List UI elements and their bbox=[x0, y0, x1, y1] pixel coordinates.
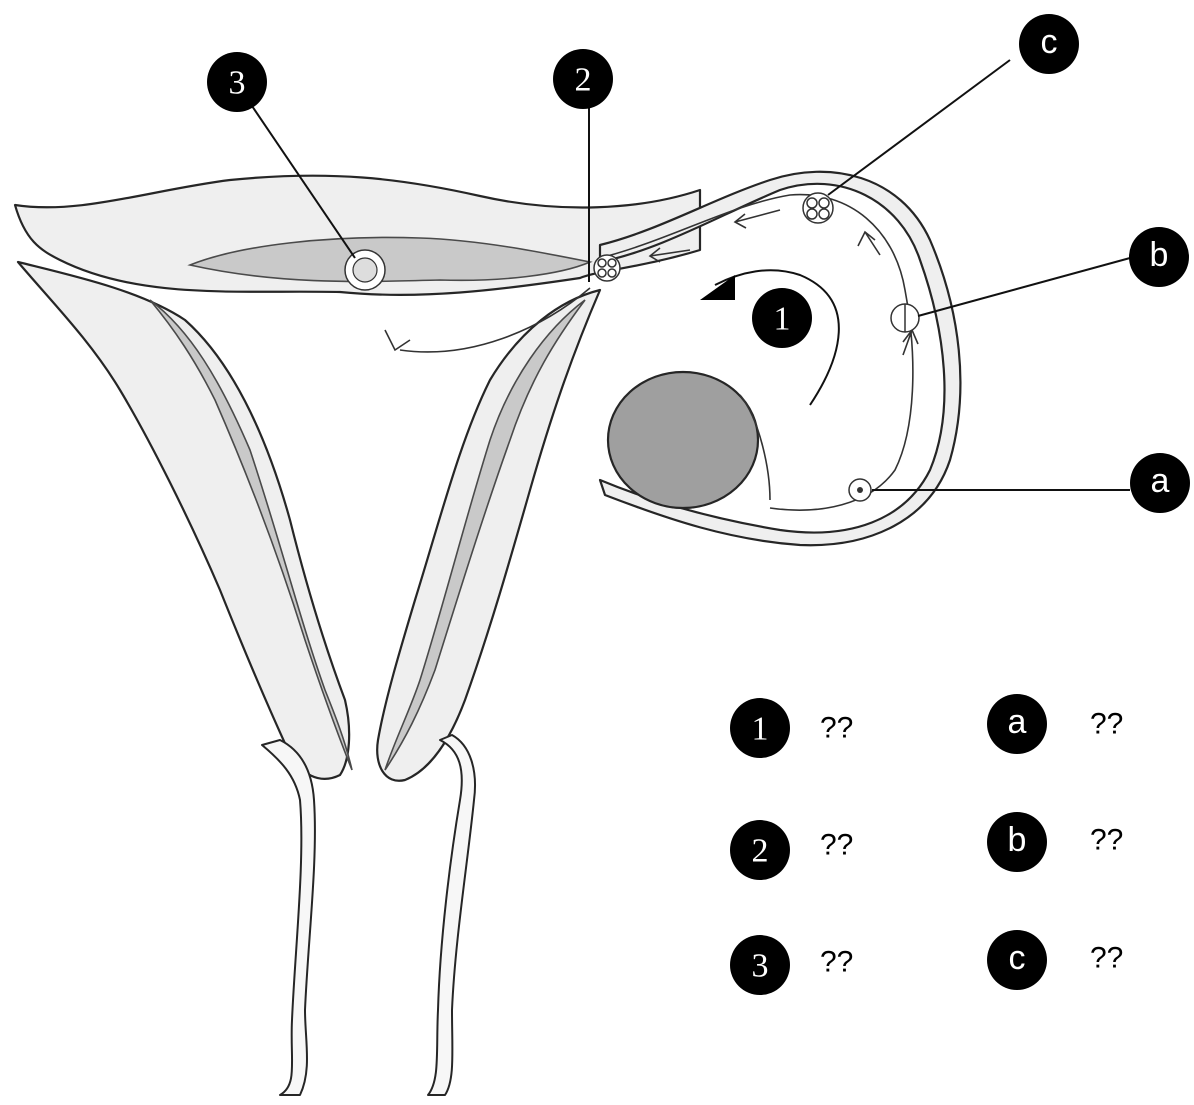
tube-arrow-3 bbox=[858, 232, 880, 255]
implanted-blastocyst bbox=[345, 250, 385, 290]
svg-text:b: b bbox=[1150, 236, 1169, 274]
marker-c: c bbox=[1019, 14, 1079, 74]
morula bbox=[594, 255, 620, 281]
marker-1: 1 bbox=[752, 288, 812, 348]
ovary bbox=[608, 372, 758, 508]
svg-text:??: ?? bbox=[1090, 942, 1123, 975]
svg-text:1: 1 bbox=[774, 301, 791, 338]
svg-text:??: ?? bbox=[820, 946, 853, 979]
tube-arrow-2 bbox=[735, 210, 780, 228]
svg-text:c: c bbox=[1041, 23, 1058, 61]
svg-text:??: ?? bbox=[1090, 824, 1123, 857]
svg-text:c: c bbox=[1009, 939, 1026, 977]
marker-3: 3 bbox=[207, 52, 267, 112]
svg-text:??: ?? bbox=[820, 829, 853, 862]
marker-2: 2 bbox=[553, 49, 613, 109]
legend-item-b: b ?? bbox=[987, 812, 1123, 872]
legend-item-a: a ?? bbox=[987, 694, 1123, 754]
svg-text:2: 2 bbox=[575, 62, 592, 99]
svg-text:3: 3 bbox=[752, 948, 769, 985]
two-cell-stage-b bbox=[891, 304, 919, 332]
legend-item-2: 2 ?? bbox=[730, 820, 853, 880]
legend-item-c: c ?? bbox=[987, 930, 1123, 990]
marker-a: a bbox=[1130, 453, 1190, 513]
svg-text:a: a bbox=[1008, 703, 1027, 741]
four-cell-stage-c bbox=[803, 193, 833, 223]
arrowhead-1 bbox=[700, 275, 735, 300]
svg-text:1: 1 bbox=[752, 711, 769, 748]
cervix-right bbox=[428, 735, 475, 1095]
svg-text:??: ?? bbox=[1090, 708, 1123, 741]
tube-arrow-4 bbox=[903, 330, 918, 355]
svg-text:b: b bbox=[1008, 821, 1027, 859]
marker-b: b bbox=[1129, 227, 1189, 287]
legend: 1 ?? 2 ?? 3 ?? a ?? b ?? c ?? bbox=[730, 694, 1123, 995]
legend-item-1: 1 ?? bbox=[730, 698, 853, 758]
leader-c bbox=[828, 60, 1010, 195]
legend-item-3: 3 ?? bbox=[730, 935, 853, 995]
cavity-arrowhead bbox=[385, 330, 410, 350]
leader-b bbox=[918, 258, 1130, 316]
svg-text:2: 2 bbox=[752, 833, 769, 870]
svg-text:??: ?? bbox=[820, 712, 853, 745]
svg-text:3: 3 bbox=[229, 65, 246, 102]
cervix-left bbox=[262, 740, 315, 1095]
fertilized-egg-a bbox=[849, 479, 871, 501]
svg-text:a: a bbox=[1151, 462, 1170, 500]
